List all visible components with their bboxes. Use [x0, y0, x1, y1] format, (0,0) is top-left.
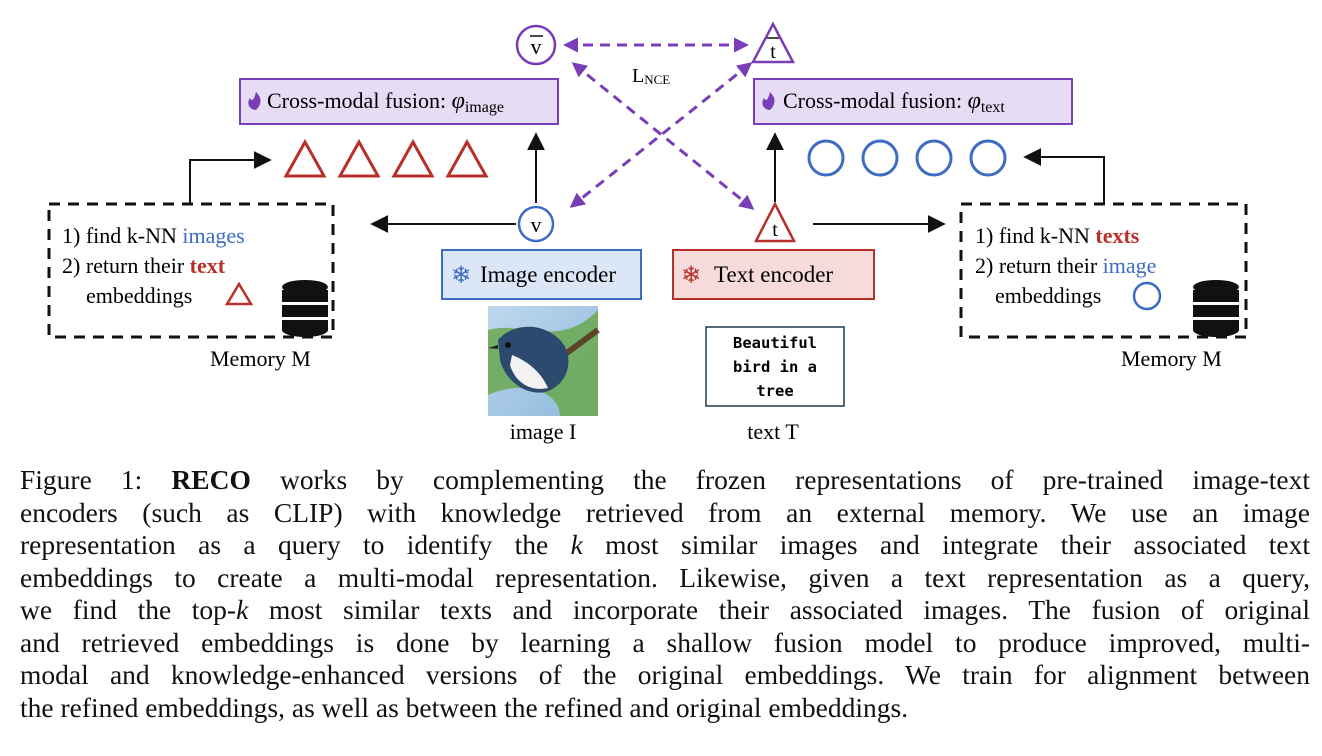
triangle-icon — [337, 138, 381, 178]
caption-line: embeddings to create a multi-modal repre… — [20, 561, 1310, 593]
circle-icon — [807, 139, 845, 177]
database-icon — [282, 280, 328, 337]
svg-text:Beautiful: Beautiful — [733, 334, 817, 352]
circle-icon — [915, 139, 953, 177]
caption-line: the refined embeddings, as well as betwe… — [20, 691, 909, 723]
right-memory-step3: embeddings — [995, 283, 1101, 308]
fusion-image-box: Cross-modal fusion: φimage — [239, 78, 559, 125]
input-text-box: Beautiful bird in a tree — [705, 326, 845, 407]
figure-caption: Figure 1: RECO works by complementing th… — [20, 464, 1310, 724]
triangle-icon — [391, 138, 435, 178]
triangle-icon — [283, 138, 327, 178]
left-memory-step3: embeddings — [86, 283, 192, 308]
snowflake-icon: ❄ — [681, 261, 701, 289]
text-label: text T — [747, 419, 799, 444]
retrieved-image-embeddings — [807, 139, 1007, 177]
image-label: image I — [510, 419, 577, 444]
snowflake-icon: ❄ — [451, 261, 471, 289]
left-memory-label: Memory M — [210, 346, 311, 371]
caption-line: representation as a query to identify th… — [20, 529, 1310, 560]
v-node: v — [517, 205, 555, 243]
image-encoder-label: Image encoder — [480, 262, 616, 287]
left-memory-step2: 2) return their text — [62, 253, 226, 278]
t-node: t — [753, 201, 797, 243]
svg-text:t: t — [772, 219, 778, 241]
svg-text:v: v — [531, 212, 542, 237]
image-encoder-box: ❄ Image encoder — [441, 249, 642, 300]
caption-line: we find the top-k most similar texts and… — [20, 594, 1310, 625]
fusion-image-label: Cross-modal fusion: φimage — [267, 88, 504, 116]
flame-icon — [248, 92, 261, 110]
right-memory-label: Memory M — [1121, 346, 1222, 371]
caption-line: modal and knowledge-enhanced versions of… — [20, 659, 1310, 690]
svg-text:tree: tree — [756, 382, 793, 400]
left-memory-box: 1) find k-NN images 2) return their text… — [47, 202, 335, 339]
svg-text:v: v — [531, 34, 542, 59]
right-memory-box: 1) find k-NN texts 2) return their image… — [959, 202, 1248, 339]
retrieved-text-embeddings — [283, 138, 489, 178]
bird-image — [488, 306, 600, 416]
circle-icon — [1132, 281, 1162, 311]
database-icon — [1193, 280, 1239, 337]
circle-icon — [861, 139, 899, 177]
right-memory-step1: 1) find k-NN texts — [975, 223, 1140, 248]
loss-label: LNCE — [632, 65, 670, 87]
triangle-icon — [445, 138, 489, 178]
triangle-icon — [224, 281, 254, 306]
reco-diagram: 1) find k-NN images 2) return their text… — [47, 21, 1248, 444]
svg-text:bird in a: bird in a — [733, 358, 817, 376]
t-bar-node: t — [750, 21, 796, 64]
text-encoder-box: ❄ Text encoder — [672, 249, 875, 300]
alignment-arrows — [563, 37, 755, 210]
right-memory-step2: 2) return their image — [975, 253, 1156, 278]
caption-line: and retrieved embeddings is done by lear… — [20, 626, 1310, 658]
circle-icon — [969, 139, 1007, 177]
fusion-text-label: Cross-modal fusion: φtext — [783, 88, 1005, 116]
caption-line: encoders (such as CLIP) with knowledge r… — [20, 496, 1310, 528]
caption-line: Figure 1: RECO works by complementing th… — [20, 464, 1310, 495]
v-bar-node: v — [515, 24, 557, 66]
svg-text:t: t — [770, 41, 776, 63]
flame-icon — [762, 92, 775, 110]
fusion-text-box: Cross-modal fusion: φtext — [753, 78, 1073, 125]
text-encoder-label: Text encoder — [714, 262, 833, 287]
left-memory-step1: 1) find k-NN images — [62, 223, 245, 248]
